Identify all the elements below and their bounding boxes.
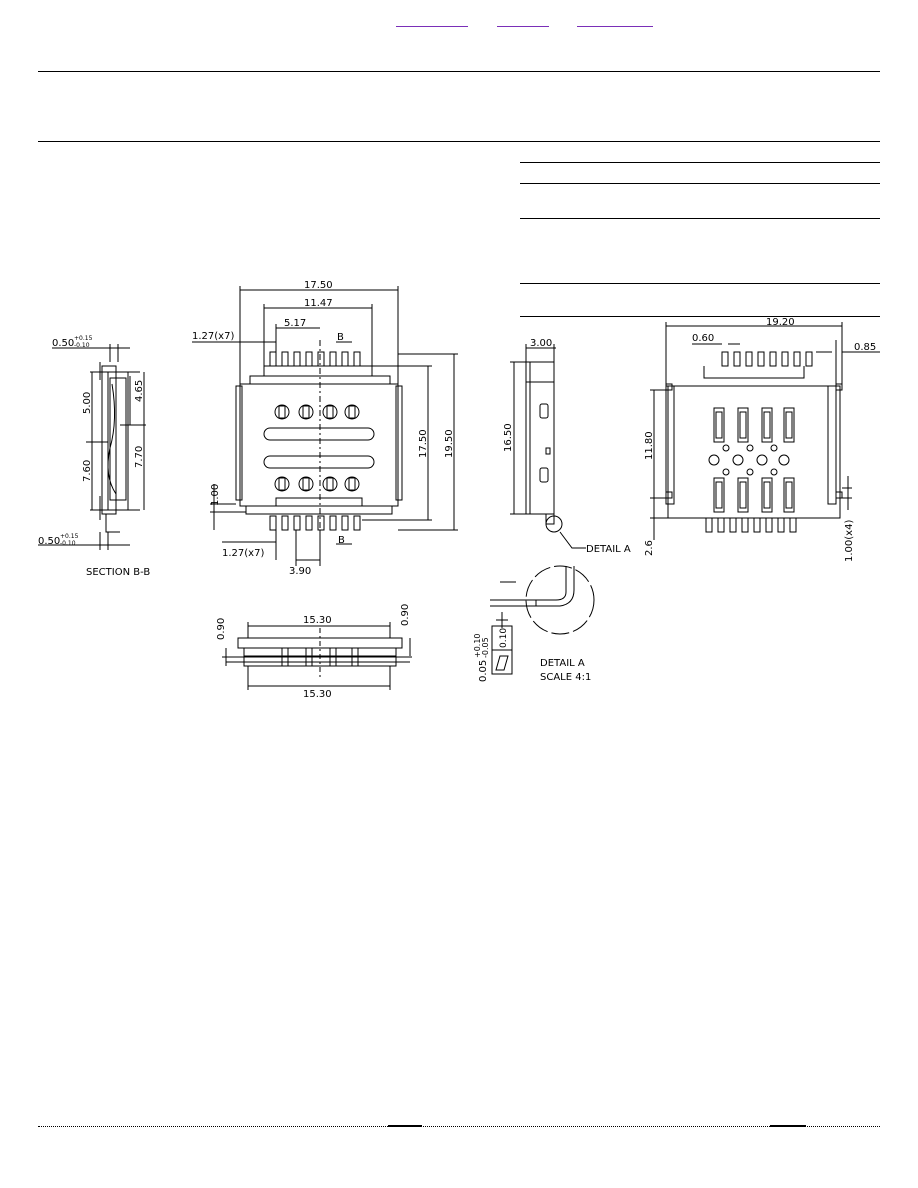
- side-view-detail-callout: DETAIL A: [586, 544, 631, 555]
- header-rule-bottom: [38, 141, 880, 142]
- footprint-dim-060: 0.60: [692, 333, 714, 344]
- detail-a-tol-minus: -0.05: [481, 637, 490, 658]
- top-view-width-pins: 11.47: [304, 298, 333, 309]
- detail-a-scale: SCALE 4:1: [540, 672, 591, 683]
- table-rule-1: [520, 162, 880, 163]
- section-bb-tol-top-minus: -0.10: [74, 342, 90, 349]
- top-view-section-mark-bottom: B: [338, 535, 345, 546]
- front-view-height-left: 0.90: [216, 618, 227, 640]
- footprint-view: [650, 322, 880, 540]
- footer-rule: [38, 1126, 880, 1127]
- section-bb-dim-500: 5.00: [82, 392, 93, 414]
- section-bb-dim-465: 4.65: [134, 380, 145, 402]
- detail-a-title: DETAIL A: [540, 658, 585, 669]
- section-bb-tol-bottom: 0.50: [38, 536, 60, 547]
- side-view-dim-1650: 16.50: [503, 423, 514, 452]
- top-view-pitch-bottom: 1.27(x7): [222, 548, 264, 559]
- top-view-section-mark-top: B: [337, 332, 344, 343]
- footprint-dim-085: 0.85: [854, 342, 876, 353]
- footprint-dim-100x4: 1.00(x4): [844, 520, 855, 562]
- footer-mark-left: [388, 1125, 422, 1127]
- detail-a-flatness: 0.10: [499, 628, 509, 648]
- top-view-height-inner: 17.50: [418, 429, 429, 458]
- section-bb-tol-bottom-plus: +0.15: [60, 533, 79, 540]
- top-view-height-outer: 19.50: [444, 429, 455, 458]
- section-bb-caption: SECTION B-B: [86, 567, 150, 578]
- top-view-width-outer: 17.50: [304, 280, 333, 291]
- section-bb-dim-760: 7.60: [82, 460, 93, 482]
- header-rule-top: [38, 71, 880, 72]
- detail-a-view: [490, 565, 595, 675]
- section-bb-dim-770: 7.70: [134, 446, 145, 468]
- header-link-1[interactable]: [396, 12, 468, 27]
- front-view-height-right: 0.90: [400, 604, 411, 626]
- side-view-dim-300: 3.00: [530, 338, 552, 349]
- section-bb-view: [38, 344, 146, 550]
- section-bb-tol-top-plus: +0.15: [74, 335, 93, 342]
- side-view: [510, 344, 586, 549]
- top-view-width-inner: 5.17: [284, 318, 306, 329]
- section-bb-tol-top: 0.50: [52, 338, 74, 349]
- table-rule-2: [520, 183, 880, 184]
- footprint-width: 19.20: [766, 317, 795, 328]
- footprint-dim-26: 2.6: [644, 540, 655, 556]
- table-rule-3: [520, 218, 880, 219]
- top-view-pitch-top: 1.27(x7): [192, 331, 234, 342]
- top-view: [192, 286, 458, 566]
- front-view-width-bottom: 15.30: [303, 689, 332, 700]
- header-link-2[interactable]: [497, 12, 549, 27]
- detail-a-tol-nominal: 0.05: [478, 660, 489, 682]
- section-bb-tol-bottom-minus: -0.10: [60, 540, 76, 547]
- front-view: [222, 622, 412, 690]
- footer-mark-right: [770, 1125, 806, 1127]
- front-view-width-top: 15.30: [303, 615, 332, 626]
- table-rule-5: [520, 316, 880, 317]
- table-rule-4: [520, 283, 880, 284]
- top-view-dim-390: 3.90: [289, 566, 311, 577]
- footprint-dim-1180: 11.80: [644, 431, 655, 460]
- header-links: [0, 0, 918, 40]
- top-view-dim-100: 1.00: [210, 484, 221, 506]
- detail-a-tol-plus: +0.10: [473, 633, 482, 658]
- header-link-3[interactable]: [577, 12, 653, 27]
